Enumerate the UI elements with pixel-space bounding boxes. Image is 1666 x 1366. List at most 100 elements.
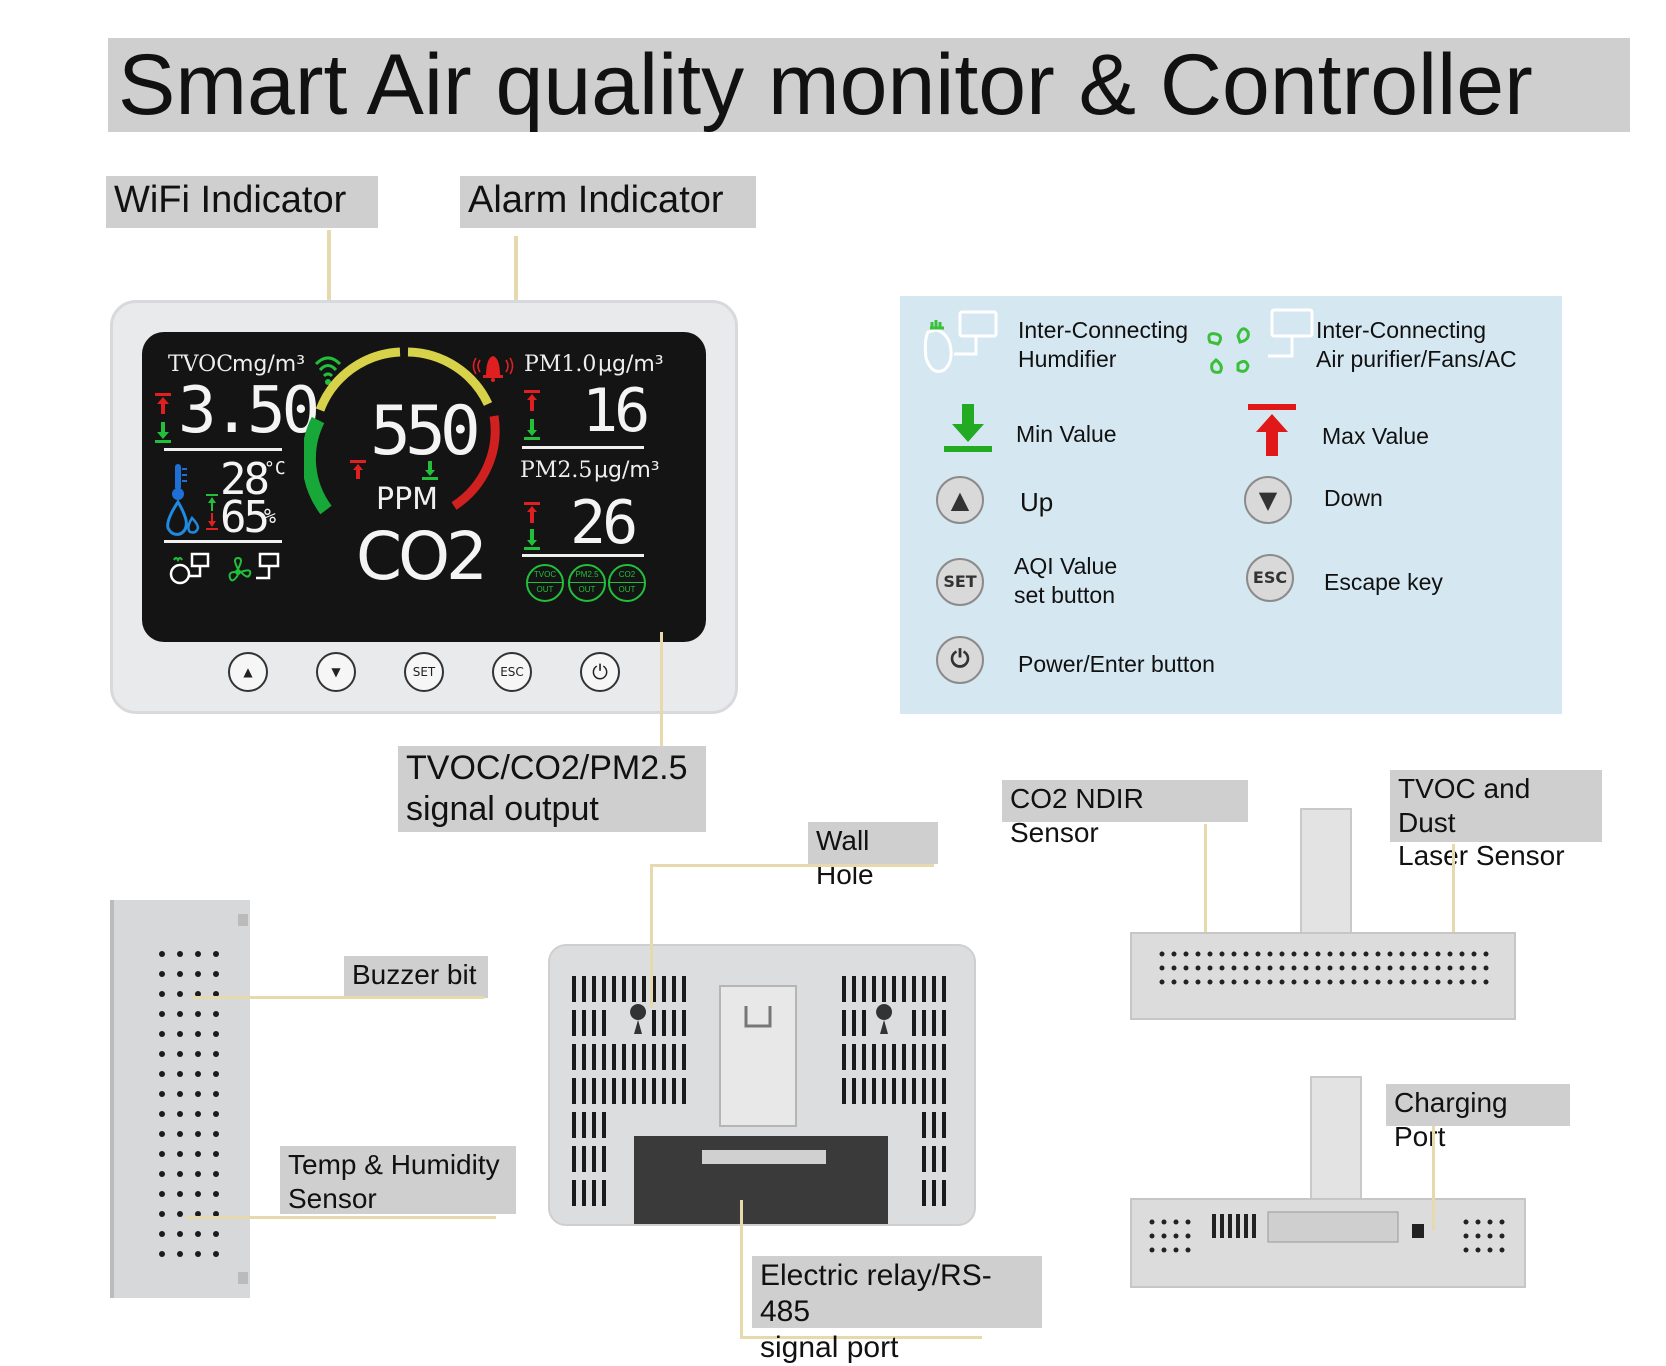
temp-humidity-line2: Sensor xyxy=(288,1182,377,1214)
pm10-min-icon xyxy=(524,419,540,440)
relay-callout: Electric relay/RS-485 signal port xyxy=(752,1256,1042,1364)
relay-leader-horizontal xyxy=(740,1336,982,1339)
legend-power: Power/Enter button xyxy=(1018,651,1215,677)
pm10-max-icon xyxy=(524,390,540,411)
wall-hole-leader-horizontal xyxy=(650,864,934,867)
min-arrow-icon xyxy=(155,422,171,443)
alarm-leader-line xyxy=(514,236,518,340)
pm25-label: PM2.5 xyxy=(520,458,593,483)
device-power-button[interactable]: ⏻ xyxy=(580,652,620,692)
pm25-min-icon xyxy=(524,529,540,550)
pm25-unit: μg/m³ xyxy=(594,458,660,483)
humidity-divider xyxy=(164,540,282,543)
legend-aqi-text: AQI Value set button xyxy=(1014,552,1117,610)
legend-aqi-line2: set button xyxy=(1014,581,1116,608)
pm25-max-icon xyxy=(524,502,540,523)
legend-purifier-line2: Air purifier/Fans/AC xyxy=(1316,345,1517,372)
temp-value: 28 xyxy=(220,454,270,505)
temp-humidity-callout: Temp & Humidity Sensor xyxy=(280,1146,516,1214)
tvoc-divider xyxy=(164,448,282,451)
relay-leader-vertical xyxy=(740,1200,743,1338)
wifi-indicator-callout: WiFi Indicator xyxy=(106,176,378,228)
device-side-view xyxy=(110,900,250,1298)
legend-humidifier-text: Inter-Connecting Humdifier xyxy=(1018,316,1188,374)
co2-min-icon xyxy=(422,461,438,480)
co2-max-icon xyxy=(350,460,366,479)
buzzer-leader xyxy=(192,996,484,999)
fan-purifier-icon xyxy=(1207,308,1314,374)
page-title: Smart Air quality monitor & Controller xyxy=(108,38,1630,132)
pm25-value: 26 xyxy=(570,488,638,558)
device-down-button[interactable]: ▼ xyxy=(316,652,356,692)
tvoc-out-bottom: OUT xyxy=(536,585,554,594)
pm25-out-bottom: OUT xyxy=(578,585,596,594)
temp-unit: °C xyxy=(264,458,286,479)
wifi-icon xyxy=(314,356,342,385)
thermometer-icon xyxy=(172,464,187,500)
alarm-bell-icon xyxy=(472,356,514,382)
co2-out-top: CO2 xyxy=(610,568,644,583)
tvoc-dust-leader xyxy=(1452,844,1455,962)
device-set-button[interactable]: SET xyxy=(404,652,444,692)
temp-humidity-line1: Temp & Humidity xyxy=(288,1149,500,1180)
side-vent-holes xyxy=(159,914,248,1284)
device-bottom-view xyxy=(1130,1198,1526,1288)
legend-min-value: Min Value xyxy=(1016,421,1117,447)
tvoc-out-top: TVOC xyxy=(528,568,562,583)
wifi-leader-line xyxy=(327,230,331,334)
device-top-view xyxy=(1130,932,1516,1020)
humidity-max-icon xyxy=(206,494,218,511)
max-arrow-icon xyxy=(155,393,171,414)
signal-output-callout: TVOC/CO2/PM2.5 signal output xyxy=(398,746,706,832)
alarm-indicator-callout: Alarm Indicator xyxy=(460,176,756,228)
device-up-button[interactable]: ▲ xyxy=(228,652,268,692)
legend-set-button-icon: SET xyxy=(936,558,984,606)
pm10-divider xyxy=(522,446,644,449)
device-esc-button[interactable]: ESC xyxy=(492,652,532,692)
legend-power-button-icon: ⏻ xyxy=(936,636,984,684)
min-value-icon xyxy=(944,404,992,452)
signal-output-line2: signal output xyxy=(406,789,599,828)
top-view-stand xyxy=(1300,808,1352,936)
humidity-drop-icon xyxy=(166,499,200,536)
tvoc-out-indicator: TVOC OUT xyxy=(526,564,564,602)
humidity-unit: % xyxy=(264,504,277,528)
bottom-view-vents xyxy=(1149,1211,1505,1253)
relay-line1: Electric relay/RS-485 xyxy=(760,1259,992,1328)
charging-port-leader xyxy=(1432,1126,1435,1230)
buzzer-callout: Buzzer bit xyxy=(344,956,488,998)
lcd-screen: TVOC mg/m³ 3.50 28 °C 65 % 550 PPM CO2 P… xyxy=(142,332,706,642)
pm25-out-top: PM2.5 xyxy=(570,568,604,583)
legend-aqi-line1: AQI Value xyxy=(1014,553,1118,579)
co2-unit: PPM xyxy=(376,482,439,517)
co2-out-bottom: OUT xyxy=(618,585,636,594)
bottom-view-stand xyxy=(1310,1076,1362,1200)
temp-humidity-leader xyxy=(186,1216,496,1219)
humidifier-icon xyxy=(923,310,998,373)
tvoc-value: 3.50 xyxy=(178,374,320,448)
humidifier-link-icon xyxy=(169,552,210,585)
tvoc-unit: mg/m³ xyxy=(232,352,306,377)
pm10-unit: μg/m³ xyxy=(598,352,664,377)
pm10-value: 16 xyxy=(582,376,650,446)
wall-hole-leader-vertical xyxy=(650,864,653,1008)
tvoc-dust-line2: Laser Sensor xyxy=(1398,840,1565,872)
legend-panel: Inter-Connecting Humdifier Inter-Connect… xyxy=(900,296,1562,714)
co2-label: CO2 xyxy=(356,518,488,595)
legend-max-value: Max Value xyxy=(1322,423,1429,449)
tvoc-dust-callout: TVOC and Dust Laser Sensor xyxy=(1390,770,1602,871)
charging-port-callout: Charging Port xyxy=(1386,1084,1570,1152)
max-value-icon xyxy=(1248,404,1296,456)
co2-value: 550 xyxy=(370,392,481,471)
wall-hole-callout: Wall Hole xyxy=(808,822,938,890)
legend-purifier-text: Inter-Connecting Air purifier/Fans/AC xyxy=(1316,316,1517,374)
device-back-view xyxy=(548,944,976,1226)
relay-line2: signal port xyxy=(760,1331,899,1364)
legend-humidifier-line1: Inter-Connecting xyxy=(1018,317,1189,343)
legend-escape: Escape key xyxy=(1324,569,1443,595)
co2-gauge-arc xyxy=(304,347,500,515)
legend-up-button-icon: ▲ xyxy=(936,476,984,524)
humidity-value: 65 xyxy=(220,492,270,543)
